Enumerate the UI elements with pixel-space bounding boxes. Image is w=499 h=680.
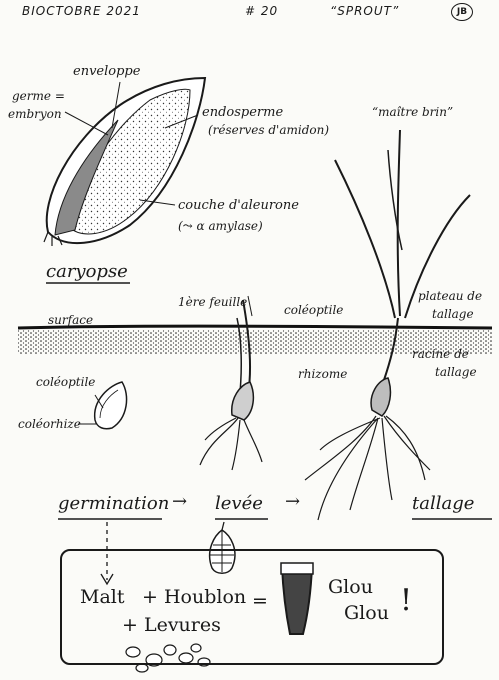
label-caryopse: caryopse	[46, 261, 128, 282]
label-racine-2: tallage	[435, 365, 477, 379]
label-reserves: (réserves d'amidon)	[208, 123, 330, 137]
stage-arrow-2: →	[285, 491, 301, 512]
signature-badge: JB	[451, 3, 473, 21]
label-coleoptile-top: coléoptile	[284, 303, 344, 317]
hop-cone-icon	[208, 521, 236, 574]
label-endosperme: endosperme	[202, 105, 284, 120]
label-amylase: (⤳ α amylase)	[178, 219, 263, 233]
header-title: BIOCTOBRE 2021	[22, 4, 141, 18]
label-coleoptile-small: coléoptile	[36, 375, 96, 389]
label-germe: germe =	[12, 89, 65, 103]
recipe-malt: Malt	[80, 586, 125, 608]
recipe-glou-1: Glou	[328, 576, 373, 598]
soil-band	[17, 324, 493, 354]
label-racine-1: racine de	[412, 347, 469, 361]
recipe-glou-2: Glou	[344, 602, 389, 624]
label-surface: surface	[48, 313, 94, 327]
recipe-levures: + Levures	[122, 614, 221, 636]
label-plateau-2: tallage	[432, 307, 474, 321]
germinating-seed	[78, 381, 128, 430]
label-maitre-brin: “maître brin”	[372, 105, 454, 119]
label-aleurone: couche d'aleurone	[178, 198, 299, 213]
label-plateau-1: plateau de	[418, 289, 483, 303]
stage-arrow-1: →	[172, 491, 188, 512]
tallage-plant	[304, 129, 471, 521]
caryopse-drawing	[43, 76, 207, 246]
recipe-houblon: + Houblon	[142, 586, 247, 608]
recipe-box	[60, 549, 444, 665]
beer-glass-icon	[280, 562, 314, 635]
label-coleorhize: coléorhize	[18, 417, 81, 431]
levee-seedling	[199, 295, 263, 471]
label-embryon: embryon	[8, 107, 62, 121]
recipe-equals: =	[252, 590, 268, 612]
label-enveloppe: enveloppe	[73, 64, 141, 79]
label-premiere-feuille: 1ère feuille	[178, 295, 248, 309]
header-theme: “SPROUT”	[330, 4, 400, 18]
header-number: # 20	[245, 4, 279, 18]
stage-levee: levée	[215, 493, 263, 514]
label-rhizome: rhizome	[298, 367, 348, 381]
stage-tallage: tallage	[412, 493, 475, 514]
stage-germination: germination	[58, 493, 170, 514]
recipe-exclamation: !	[400, 583, 413, 618]
